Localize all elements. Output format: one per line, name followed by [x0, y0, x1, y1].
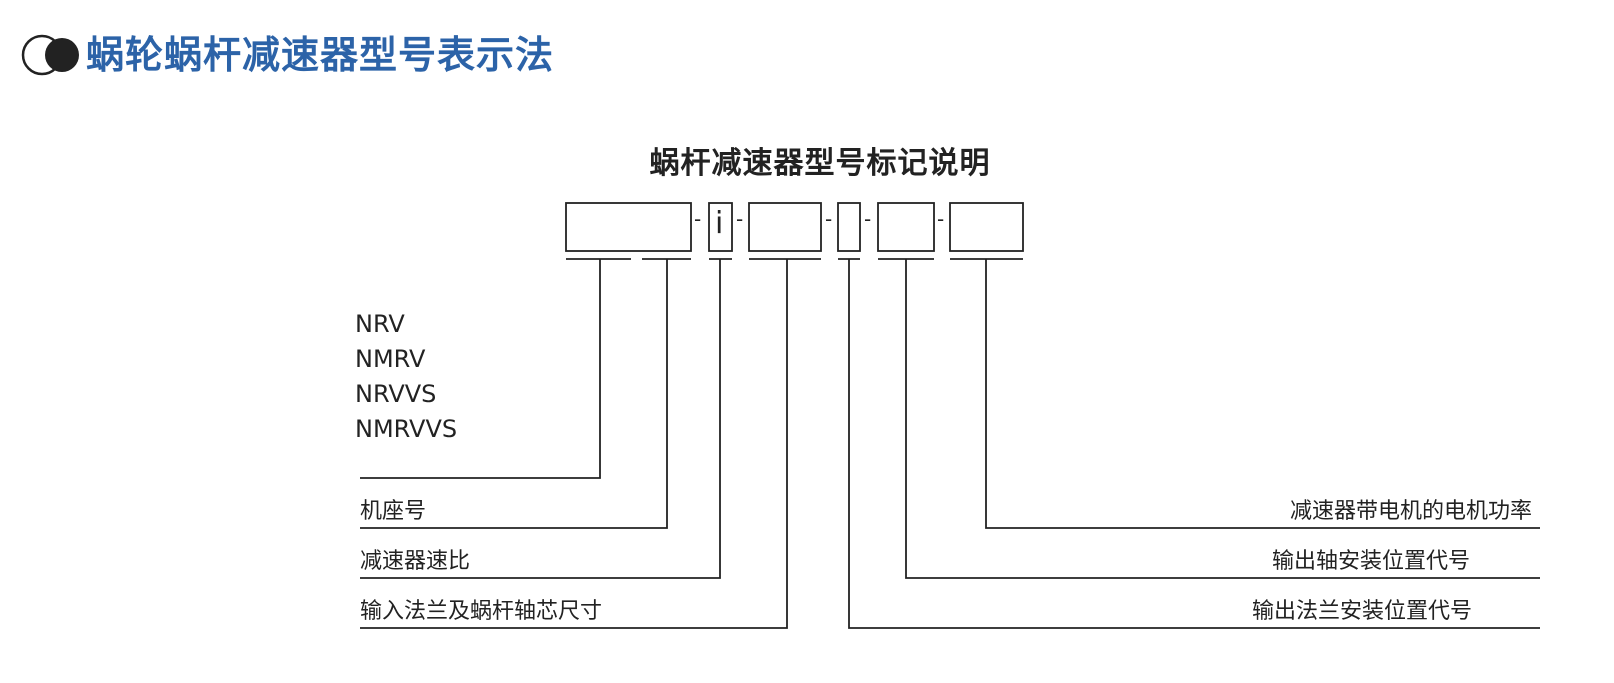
- label-output-flange: 输出法兰安装位置代号: [1251, 599, 1472, 624]
- leader-output-shaft: [905, 259, 1540, 579]
- model-code: NRVVS: [355, 380, 437, 408]
- box-output-flange: [837, 202, 861, 252]
- separator-2: -: [736, 207, 744, 231]
- leader-ratio: [360, 259, 721, 579]
- separator-5: -: [937, 207, 945, 231]
- leader-output-flange: [848, 259, 1540, 629]
- label-output-shaft: 输出轴安装位置代号: [1271, 549, 1470, 574]
- box-output-shaft: [877, 202, 935, 252]
- label-motor-power: 减速器带电机的电机功率: [1289, 499, 1532, 524]
- box-motor-power: [949, 202, 1024, 252]
- separator-3: -: [825, 207, 833, 231]
- leader-input-flange: [360, 259, 788, 629]
- leader-model-codes: [360, 259, 601, 479]
- label-input-flange: 输入法兰及蜗杆轴芯尺寸: [360, 599, 603, 624]
- page-title: 蜗轮蜗杆减速器型号表示法: [86, 33, 555, 77]
- model-code: NMRVVS: [355, 415, 458, 443]
- separator-1: -: [694, 207, 702, 231]
- box-model: [565, 202, 692, 252]
- box-ratio: [708, 202, 733, 252]
- model-code: NRV: [355, 310, 405, 338]
- box-input-flange: [748, 202, 822, 252]
- leader-motor-power: [985, 259, 1540, 529]
- label-frame-no: 机座号: [360, 499, 427, 524]
- label-ratio: 减速器速比: [360, 549, 471, 574]
- separator-4: -: [864, 207, 872, 231]
- circle-pair-icon: [12, 33, 82, 77]
- section-header: 蜗轮蜗杆减速器型号表示法: [12, 30, 554, 80]
- diagram-title: 蜗杆减速器型号标记说明: [649, 146, 991, 181]
- leader-frame-no: [360, 259, 668, 529]
- ratio-symbol: i: [715, 206, 724, 241]
- model-code: NMRV: [355, 345, 426, 373]
